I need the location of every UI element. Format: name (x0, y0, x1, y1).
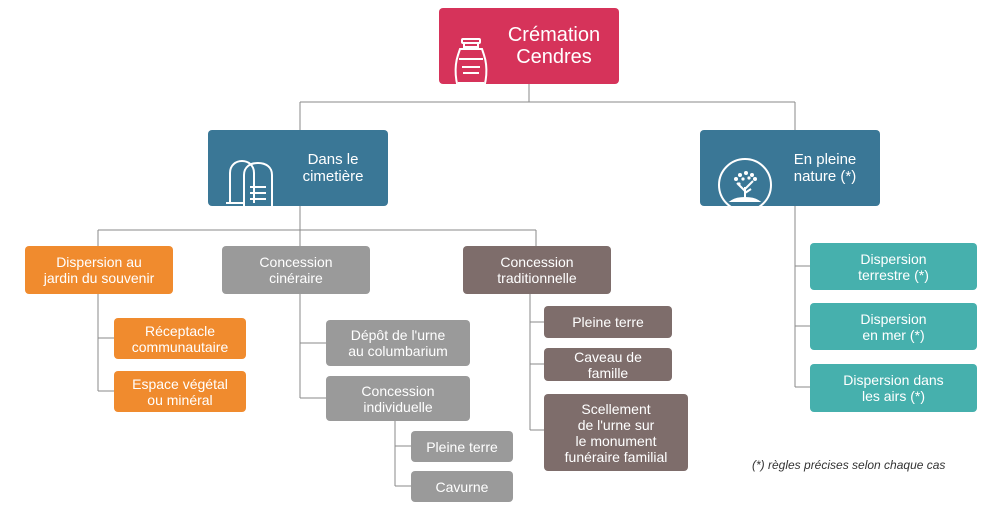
node-scellement-urne: Scellement de l'urne sur le monument fun… (544, 394, 688, 471)
node-concession-traditionnelle: Concession traditionnelle (463, 246, 611, 294)
node-dispersion-terrestre: Dispersion terrestre (*) (810, 243, 977, 290)
node-cavurne: Cavurne (411, 471, 513, 502)
node-espace-vegetal-mineral: Espace végétal ou minéral (114, 371, 246, 412)
gravestones-icon (224, 140, 282, 217)
urn-icon (451, 15, 491, 106)
node-caveau-de-famille: Caveau de famille (544, 348, 672, 381)
node-pleine-terre-individuelle: Pleine terre (411, 431, 513, 462)
node-concession-individuelle: Concession individuelle (326, 376, 470, 421)
node-en-pleine-nature: En pleine nature (*) (700, 130, 880, 212)
node-dispersion-en-mer: Dispersion en mer (*) (810, 303, 977, 350)
cemetery-label: Dans le cimetière (302, 151, 364, 185)
node-dispersion-jardin-souvenir: Dispersion au jardin du souvenir (25, 246, 173, 294)
node-dispersion-dans-les-airs: Dispersion dans les airs (*) (810, 364, 977, 412)
node-dans-le-cimetiere: Dans le cimetière (208, 130, 388, 210)
tree-icon (716, 140, 774, 217)
node-receptacle-communautaire: Réceptacle communautaire (114, 318, 246, 359)
footnote: (*) règles précises selon chaque cas (752, 458, 946, 472)
node-cremation-cendres: Crémation Cendres (439, 8, 619, 100)
root-label: Crémation Cendres (507, 24, 601, 68)
node-concession-cineraire: Concession cinéraire (222, 246, 370, 294)
node-pleine-terre-traditionnelle: Pleine terre (544, 306, 672, 338)
node-depot-urne-columbarium: Dépôt de l'urne au columbarium (326, 320, 470, 366)
nature-label: En pleine nature (*) (793, 151, 857, 185)
